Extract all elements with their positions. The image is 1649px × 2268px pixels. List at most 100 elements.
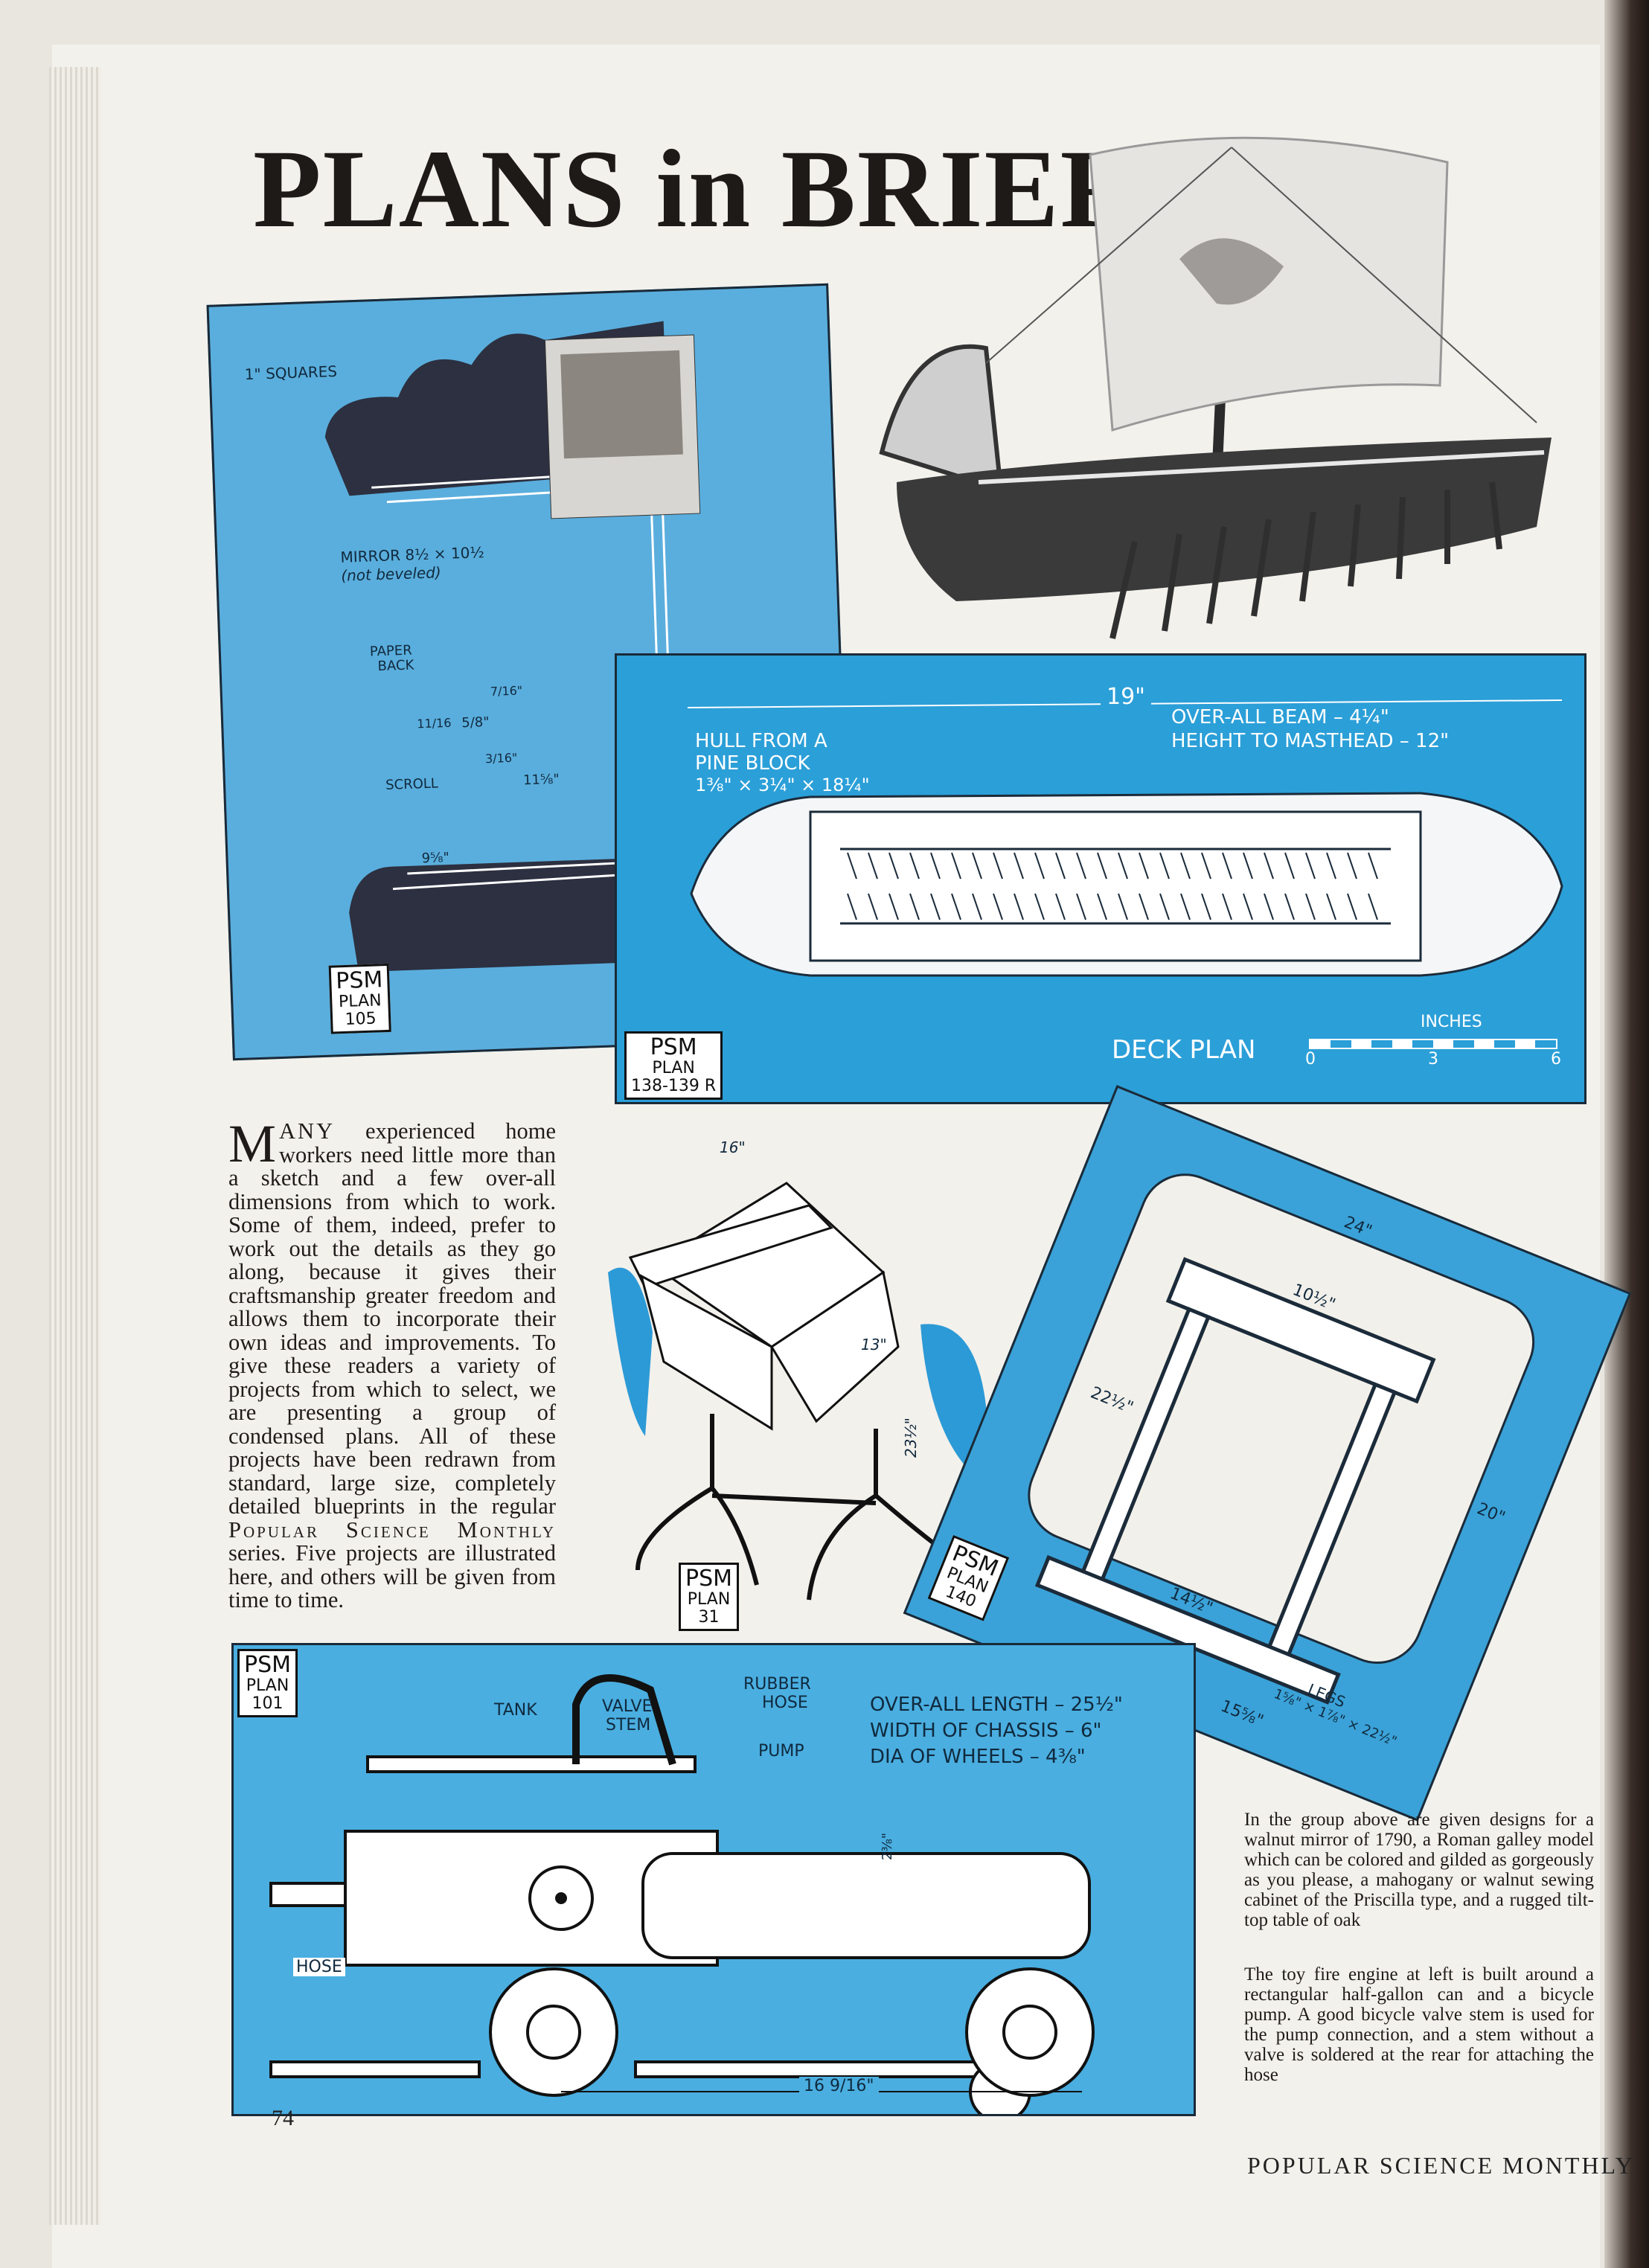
tilt-top-table-plan-panel: 24" 10½" 22½" 20" 14½" 15⅝" LEGS 1⅝" × 1… — [903, 1085, 1632, 1822]
small-dim-label: 2⅜" — [880, 1832, 896, 1861]
fire-engine-plan-panel: TANK VALVE STEM RUBBER HOSE PUMP HOSE 2⅜… — [231, 1643, 1196, 2116]
tank-label: TANK — [494, 1701, 537, 1720]
oar-mark — [1055, 893, 1066, 920]
psm-plan-badge: PSM PLAN 138-139 R — [624, 1031, 723, 1100]
oar-mark — [1243, 852, 1253, 880]
hull-note-1: HULL FROM A — [695, 730, 827, 752]
dim-width: 16" — [720, 1138, 746, 1156]
oar-mark — [1368, 893, 1378, 920]
first-word: ANY — [279, 1118, 336, 1144]
dim-a: 7/16" — [490, 683, 523, 699]
oar-mark — [972, 893, 982, 920]
psm-label: PSM — [685, 1566, 733, 1592]
plan-label: PLAN — [246, 1676, 289, 1695]
hull-note-2: PINE BLOCK — [695, 752, 810, 775]
hose-label: HOSE — [293, 1958, 345, 1976]
rubber-hose-label-2: HOSE — [762, 1694, 808, 1712]
caption-projects: In the group above are given designs for… — [1244, 1810, 1594, 1930]
oar-mark — [1264, 893, 1274, 920]
mirror-drawing — [324, 321, 701, 973]
oar-mark — [951, 852, 961, 880]
oar-mark — [1076, 852, 1086, 880]
oar-mark — [1222, 852, 1232, 880]
oar-mark — [1034, 852, 1045, 880]
magazine-name: Popular Science Monthly — [228, 1516, 556, 1543]
oar-mark — [1347, 852, 1357, 880]
scale-tick-0: 0 — [1305, 1050, 1316, 1069]
psm-label: PSM — [244, 1652, 292, 1678]
psm-label: PSM — [650, 1034, 697, 1060]
page-stack-edge — [49, 67, 101, 2225]
oar-mark — [1118, 893, 1128, 920]
oar-mark — [1118, 852, 1128, 880]
cabinet-drawing — [608, 1182, 987, 1601]
oar-mark — [1222, 893, 1232, 920]
deck-plan-label: DECK PLAN — [1112, 1035, 1256, 1065]
oar-mark — [1264, 852, 1274, 880]
hull-note-3: 1⅜" × 3¼" × 18¼" — [695, 775, 870, 795]
dim-thickness: 5/8" — [461, 714, 490, 731]
oar-mark — [1034, 893, 1045, 920]
mirror-note-label: (not beveled) — [340, 563, 442, 585]
oar-mark — [1326, 893, 1336, 920]
dim-width: 9⅝" — [421, 849, 450, 867]
psm-plan-badge: PSM PLAN 31 — [679, 1563, 740, 1631]
dim-depth: 13" — [861, 1336, 887, 1354]
oar-mark — [1201, 893, 1211, 920]
oar-mark — [1076, 893, 1086, 920]
valve-stem-label: VALVE — [602, 1697, 653, 1716]
caption-fire-engine: The toy fire engine at left is built aro… — [1244, 1964, 1594, 2085]
paper-back-label-2: BACK — [377, 657, 414, 675]
spec-wheels: DIA OF WHEELS – 4⅜" — [870, 1746, 1086, 1768]
oar-mark — [1284, 893, 1295, 920]
plan-number: 31 — [698, 1608, 720, 1627]
galley-deck-plan-panel: 19" HULL FROM A PINE BLOCK 1⅜" × 3¼" × 1… — [615, 653, 1586, 1104]
oar-mark — [1201, 852, 1211, 880]
oar-mark — [888, 893, 899, 920]
page-title: PLANS in BRIEF — [253, 127, 1130, 251]
oar-mark — [868, 852, 878, 880]
scale-bar — [1309, 1039, 1557, 1049]
dim-b: 11/16 — [417, 715, 452, 731]
plan-number: 105 — [345, 1009, 377, 1029]
oar-mark — [1326, 852, 1336, 880]
oar-mark — [1097, 893, 1107, 920]
oar-mark — [1305, 893, 1316, 920]
intro-text-end: series. Five projects are illustrated he… — [228, 1540, 556, 1612]
oar-mark — [1284, 852, 1295, 880]
psm-plan-badge: PSM PLAN 105 — [328, 963, 391, 1034]
oar-mark — [1180, 852, 1191, 880]
rubber-hose-label: RUBBER — [743, 1675, 811, 1694]
oar-mark — [1014, 852, 1024, 880]
oar-mark — [847, 852, 857, 880]
page-number: 74 — [272, 2106, 294, 2130]
dim-height: 11⅝" — [522, 771, 560, 789]
table-drawing — [1028, 1173, 1535, 1705]
oar-mark — [909, 893, 920, 920]
oar-mark — [1055, 852, 1066, 880]
oar-mark — [1180, 893, 1191, 920]
scroll-label: SCROLL — [385, 775, 439, 793]
plan-number: 138-139 R — [631, 1077, 717, 1095]
oar-mark — [847, 893, 857, 920]
scale-tick-3: 3 — [1428, 1050, 1438, 1069]
oar-mark — [1305, 852, 1316, 880]
scale-unit-label: INCHES — [1421, 1013, 1482, 1031]
dim-height: 23½" — [902, 1417, 920, 1458]
psm-plan-badge: PSM PLAN 101 — [237, 1649, 298, 1717]
scale-tick-6: 6 — [1551, 1050, 1561, 1069]
plan-number: 101 — [252, 1694, 284, 1713]
oar-mark — [993, 893, 1003, 920]
oar-mark — [1347, 893, 1357, 920]
dim-c: 3/16" — [484, 750, 518, 766]
drop-cap: M — [228, 1114, 277, 1173]
oar-mark — [930, 893, 941, 920]
oar-mark — [1139, 852, 1149, 880]
masthead-height-label: HEIGHT TO MASTHEAD – 12" — [1171, 730, 1450, 752]
intro-text: experienced home workers need little mor… — [228, 1118, 556, 1519]
plan-label: PLAN — [687, 1590, 731, 1609]
length-dimension: 19" — [1101, 684, 1151, 710]
galley-model-photo — [879, 136, 1552, 639]
psm-label: PSM — [335, 967, 383, 995]
